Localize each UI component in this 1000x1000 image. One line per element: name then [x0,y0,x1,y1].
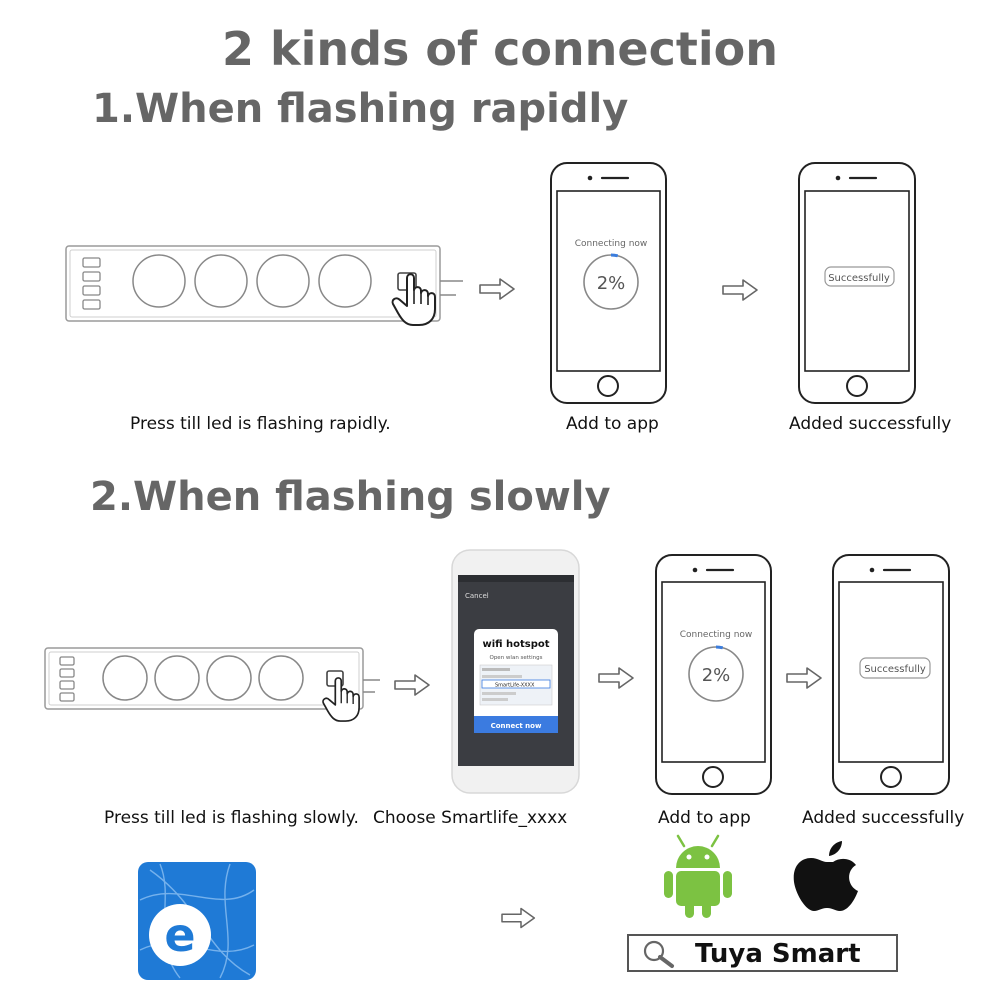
arrow-right-icon [598,667,634,689]
progress-arc [610,253,619,258]
phone-connecting-1: Connecting now 2% [550,162,667,404]
caption-choose-smartlife: Choose Smartlife_xxxx [373,808,568,828]
sockets-2 [102,655,304,701]
progress-arc [715,645,724,650]
page-title: 2 kinds of connection [221,22,779,76]
caption-add-to-app-1: Add to app [566,414,659,434]
arrow-right-icon [394,674,430,696]
wifi-network-name: SmartLife-XXXX [495,683,535,689]
sockets-1 [132,254,372,308]
phone-connecting-2: Connecting now 2% [655,554,772,795]
phone-success-2: Successfully [832,554,950,795]
power-strip-2 [44,647,380,722]
apple-icon [793,841,858,911]
caption-added-successfully-2: Added successfully [802,808,965,828]
section1-heading: 1.When flashing rapidly [92,86,629,132]
app-search-box: Tuya Smart [627,934,898,972]
hotspot-dialog-subtitle: Open wlan settings [489,655,542,661]
arrow-right-icon [722,279,758,301]
power-strip-1 [65,245,463,326]
ewelink-logo-letter: e [164,908,195,962]
connecting-status-text: Connecting now [680,630,753,640]
section2-heading: 2.When flashing slowly [90,474,611,520]
magnifier-icon [643,940,674,968]
success-badge-text: Successfully [828,273,890,284]
search-text: Tuya Smart [695,939,861,969]
progress-text: 2% [702,665,731,686]
connect-now-button[interactable] [474,716,558,733]
phone-hotspot: Cancel wifi hotspot Open wlan settings S… [451,549,580,794]
success-badge-text: Successfully [864,664,926,675]
ewelink-app-icon: e [138,862,256,980]
caption-press-slowly: Press till led is flashing slowly. [104,808,359,828]
usb-ports-1 [82,257,101,310]
power-cord-1 [440,280,463,296]
arrow-right-icon [479,278,515,300]
caption-add-to-app-2: Add to app [658,808,751,828]
success-badge [824,266,895,287]
connect-now-label: Connect now [491,722,542,730]
power-cord-2 [363,679,380,693]
connecting-status-text: Connecting now [575,239,648,249]
arrow-right-icon [786,667,822,689]
wifi-network-item[interactable] [481,679,551,689]
caption-added-successfully-1: Added successfully [789,414,952,434]
cancel-link[interactable]: Cancel [465,592,489,600]
progress-text: 2% [597,273,626,294]
android-icon [664,834,732,918]
hotspot-dialog-title: wifi hotspot [482,639,549,650]
arrow-right-icon [501,907,536,929]
caption-press-rapidly: Press till led is flashing rapidly. [130,414,391,434]
success-badge [859,657,931,679]
phone-success-1: Successfully [798,162,916,404]
usb-ports-2 [59,656,75,702]
